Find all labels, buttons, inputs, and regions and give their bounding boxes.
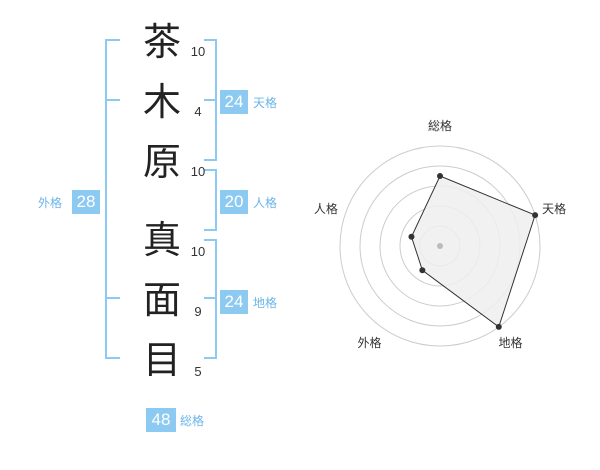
radar-axis-label-5: 人格 [314, 201, 338, 216]
surname-char-1: 茶 [142, 20, 181, 64]
given-stroke-2: 9 [194, 304, 202, 319]
given-char-2: 面 [142, 278, 181, 322]
gaikaku-value: 28 [72, 190, 100, 214]
given-stroke-3: 5 [194, 364, 202, 379]
radar-area [410, 175, 536, 328]
radar-point-5 [408, 233, 415, 240]
radar-point-1 [437, 173, 443, 179]
surname-stroke-3: 10 [190, 164, 206, 179]
given-char-1: 真 [142, 218, 181, 262]
given-char-3: 目 [142, 338, 181, 382]
soukaku-label: 総格 [180, 414, 205, 428]
given-stroke-1: 10 [190, 244, 206, 259]
surname-char-2: 木 [142, 80, 181, 124]
chikaku-value: 24 [220, 290, 248, 314]
gaikaku-label: 外格 [38, 196, 63, 210]
radar-axis-label-2: 天格 [542, 201, 566, 216]
soukaku-value: 48 [146, 408, 176, 432]
radar-axis-label-3: 地格 [499, 335, 523, 350]
jinkaku-label: 人格 [253, 196, 278, 210]
radar-point-2 [532, 212, 539, 219]
radar-axis-label-1: 総格 [428, 118, 452, 133]
tenkaku-label: 天格 [253, 96, 278, 110]
radar-ring [339, 145, 541, 347]
radar-center-dot [437, 243, 443, 249]
radar-point-4 [419, 267, 426, 274]
surname-stroke-2: 4 [194, 104, 202, 119]
jinkaku-value: 20 [220, 190, 248, 214]
chikaku-label: 地格 [253, 296, 278, 310]
surname-char-3: 原 [142, 140, 181, 184]
radar-point-3 [495, 323, 502, 330]
tenkaku-value: 24 [220, 90, 248, 114]
surname-stroke-1: 10 [190, 44, 206, 59]
radar-axis-label-4: 外格 [357, 335, 381, 350]
